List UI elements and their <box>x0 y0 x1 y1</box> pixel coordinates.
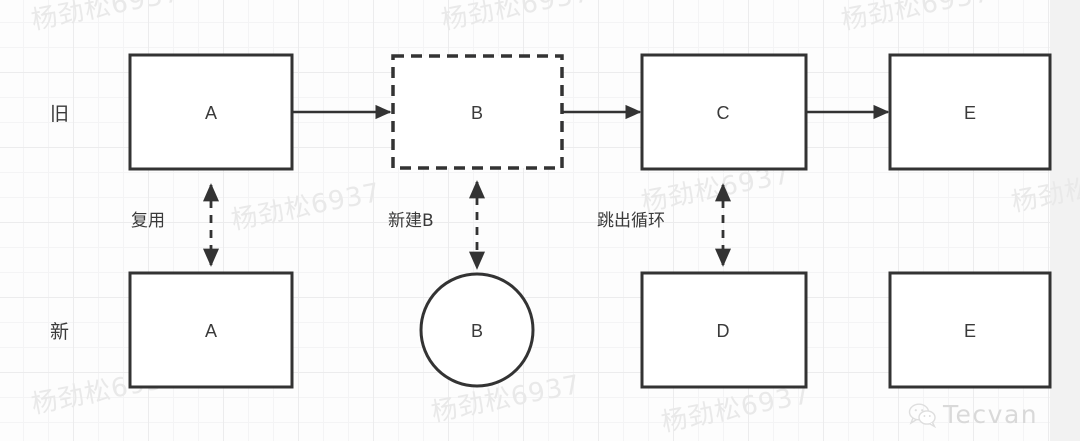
node-old-a-label: A <box>205 103 217 123</box>
node-new-a[interactable]: A <box>128 271 294 389</box>
node-old-a[interactable]: A <box>128 53 294 171</box>
node-new-b[interactable]: B <box>419 272 535 388</box>
link-edge-label-break-loop: 跳出循环 <box>597 211 665 231</box>
node-old-c-shape <box>640 53 808 171</box>
node-old-e-shape <box>888 53 1052 171</box>
node-new-b-label: B <box>471 321 483 341</box>
node-new-e-shape <box>888 271 1052 389</box>
link-edge-label-reuse: 复用 <box>131 211 165 231</box>
node-new-e[interactable]: E <box>888 271 1052 389</box>
node-new-e-label: E <box>964 321 976 341</box>
node-old-c-label: C <box>717 103 730 123</box>
node-old-c[interactable]: C <box>640 53 808 171</box>
node-old-e-label: E <box>964 103 976 123</box>
canvas-right-gutter <box>1050 0 1080 441</box>
node-new-d-label: D <box>717 321 730 341</box>
node-new-b-shape <box>419 272 535 388</box>
node-old-b-shape <box>391 54 564 170</box>
node-new-d[interactable]: D <box>640 271 808 389</box>
node-old-a-shape <box>128 53 294 171</box>
node-new-d-shape <box>640 271 808 389</box>
row-label-old: 旧 <box>50 103 69 125</box>
node-new-a-label: A <box>205 321 217 341</box>
node-old-b[interactable]: B <box>391 54 564 170</box>
node-old-b-label: B <box>471 103 483 123</box>
row-label-new: 新 <box>50 321 69 343</box>
node-new-a-shape <box>128 271 294 389</box>
node-old-e[interactable]: E <box>888 53 1052 171</box>
link-edge-label-create-b: 新建B <box>388 211 434 231</box>
